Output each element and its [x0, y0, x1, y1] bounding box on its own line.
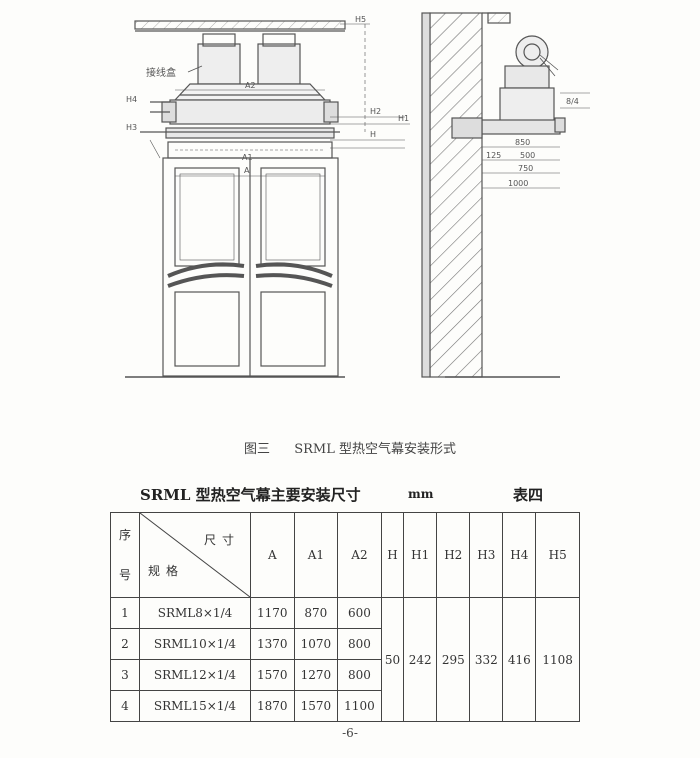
col-header: A: [250, 512, 295, 598]
table-row: 4 SRML15×1/4 1870 1570 1100: [110, 690, 580, 722]
figure-caption: 图三 SRML 型热空气幕安装形式: [0, 438, 700, 457]
row-number: 3: [110, 659, 140, 691]
table-row: 2 SRML10×1/4 1370 1070 800: [110, 628, 580, 660]
cell-h2: 295: [436, 597, 471, 722]
row-number: 2: [110, 628, 140, 660]
cell-h: 50: [380, 597, 405, 722]
cell-h4: 416: [502, 597, 537, 722]
row-number: 4: [110, 690, 140, 722]
cell-a1: 1070: [293, 628, 339, 660]
table-unit: mm: [408, 487, 434, 501]
page-number: -6-: [342, 726, 358, 740]
label-h3: H3: [126, 123, 137, 132]
label-h: H: [370, 130, 376, 139]
figure-title: SRML 型热空气幕安装形式: [294, 442, 456, 457]
row-model: SRML8×1/4: [139, 597, 251, 629]
col-header: H: [380, 512, 405, 598]
table-title: SRML 型热空气幕主要安装尺寸: [140, 486, 361, 504]
label-a1: A1: [242, 153, 253, 162]
diag-top-label: 尺寸: [203, 533, 240, 547]
table-header-row: 序 号 尺寸 规格 A A1 A2 H H1 H2 H3 H4 H5: [110, 512, 580, 598]
cell-h1: 242: [403, 597, 438, 722]
front-view: [125, 20, 410, 378]
table-row: 1 SRML8×1/4 1170 870 600 50 242 295 332 …: [110, 597, 580, 722]
label-500: 500: [520, 151, 535, 160]
row-number: 1: [110, 597, 140, 629]
diagonal-header: 尺寸 规格: [139, 512, 251, 598]
label-a2: A2: [245, 81, 256, 90]
cell-a2: 800: [337, 659, 382, 691]
cell-a: 1570: [250, 659, 295, 691]
cell-a1: 870: [293, 597, 339, 629]
label-1000: 1000: [508, 179, 528, 188]
cell-a1: 1270: [293, 659, 339, 691]
label-h5: H5: [355, 15, 366, 24]
cell-h3: 332: [469, 597, 504, 722]
col-header: H5: [535, 512, 580, 598]
label-750: 750: [518, 164, 533, 173]
label-125: 125: [486, 151, 501, 160]
row-model: SRML15×1/4: [139, 690, 251, 722]
cell-a2: 600: [337, 597, 382, 629]
cell-a: 1870: [250, 690, 295, 722]
cell-a1: 1570: [293, 690, 339, 722]
diag-bottom-label: 规格: [148, 564, 185, 578]
row-model: SRML12×1/4: [139, 659, 251, 691]
installation-dimensions-table: 序 号 尺寸 规格 A A1 A2 H H1 H2 H3 H4 H5 1 SRM…: [110, 512, 580, 722]
side-view: [421, 12, 590, 378]
label-850: 850: [515, 138, 530, 147]
installation-drawing: H5 接线盒 H4 H3 A2 H2 H1 H A1 A 850 500 750…: [125, 12, 590, 378]
cell-a: 1370: [250, 628, 295, 660]
figure-number: 图三: [244, 442, 271, 457]
label-side: 接线盒: [146, 66, 176, 79]
label-a: A: [244, 166, 250, 175]
label-h1: H1: [398, 114, 409, 123]
col-header: A2: [337, 512, 382, 598]
col-header: H1: [403, 512, 438, 598]
label-h2: H2: [370, 107, 381, 116]
col-header: A1: [293, 512, 339, 598]
cell-a2: 1100: [337, 690, 382, 722]
seq-header: 序 号: [110, 512, 140, 598]
cell-a: 1170: [250, 597, 295, 629]
cell-h5: 1108: [535, 597, 580, 722]
col-header: H3: [469, 512, 504, 598]
table-number: 表四: [513, 486, 544, 504]
col-header: H4: [502, 512, 537, 598]
label-h4: H4: [126, 95, 137, 104]
row-model: SRML10×1/4: [139, 628, 251, 660]
label-8-4: 8/4: [566, 97, 579, 106]
cell-a2: 800: [337, 628, 382, 660]
col-header: H2: [436, 512, 471, 598]
